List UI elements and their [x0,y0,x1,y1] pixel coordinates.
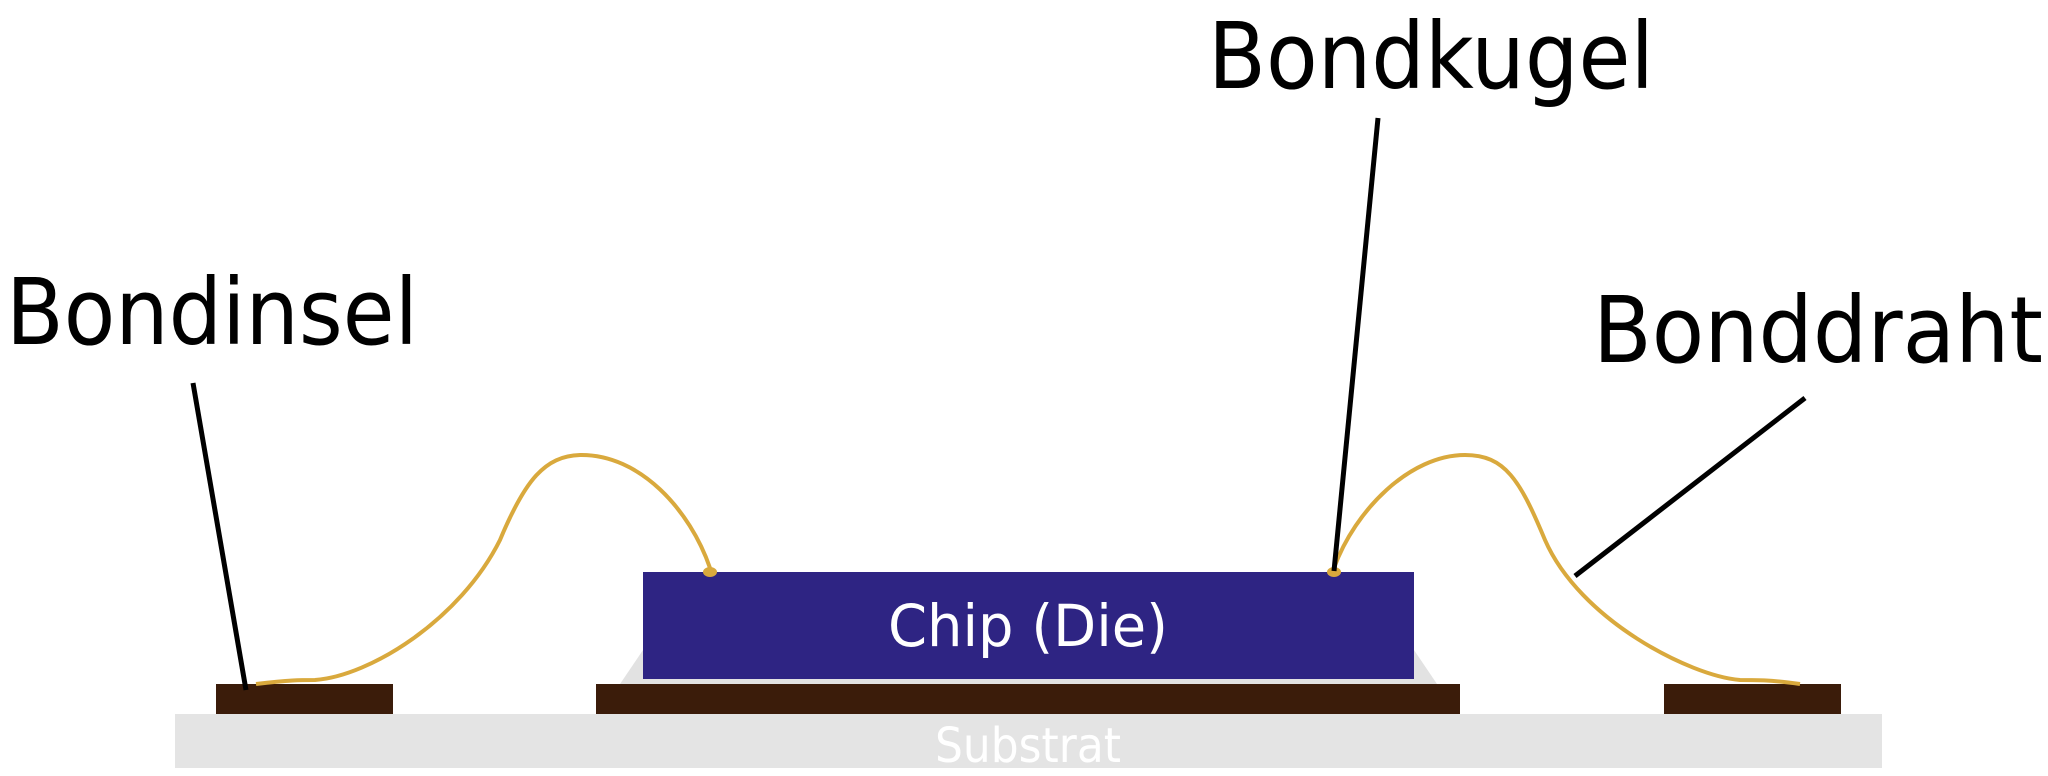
bond-wire-right [1332,452,1801,686]
chip-die [643,572,1414,679]
substrate [175,714,1882,768]
label-bond-wire: Bonddraht [1593,277,2043,384]
die-attach-fillet [620,650,643,684]
leader-line-bond-wire [1573,396,1807,578]
die-attach-pad [596,684,1460,714]
die-attach-layer [643,678,1414,684]
bond-ball-right [1327,567,1341,577]
die-attach-fillet [1414,650,1437,684]
bond-pad-left [216,684,393,714]
label-bond-pad: Bondinsel [6,259,418,366]
bond-ball-left [703,567,717,577]
bond-pad-right [1664,684,1841,714]
leader-line-bond-ball [1331,117,1381,572]
label-substrate: Substrat [935,718,1121,774]
leader-line-bond-pad [190,382,249,691]
bond-wire-left [255,452,712,686]
label-chip: Chip (Die) [888,592,1168,660]
label-bond-ball: Bondkugel [1208,3,1654,110]
